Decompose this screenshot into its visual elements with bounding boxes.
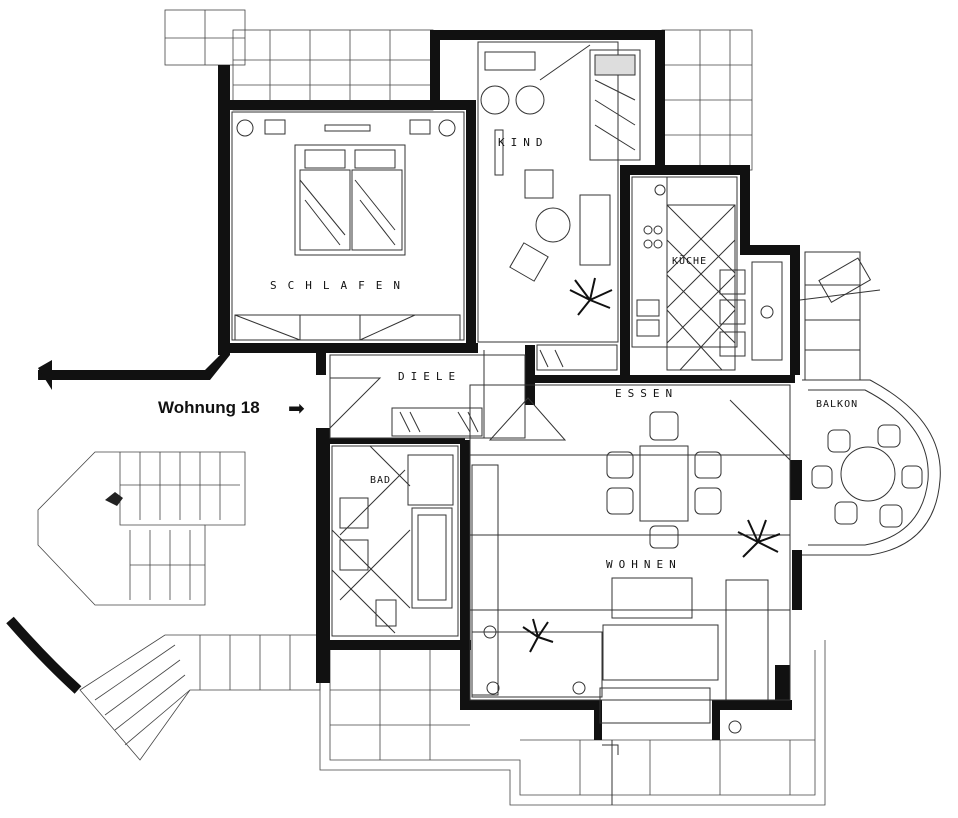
outer-curve-wall bbox=[6, 616, 82, 694]
apartment-label: Wohnung 18 bbox=[158, 398, 260, 417]
room-label-schlafen: SCHLAFEN bbox=[270, 279, 411, 292]
room-label-balkon: BALKON bbox=[816, 399, 859, 410]
terrace-top-right bbox=[661, 29, 753, 171]
staircase-left bbox=[37, 451, 246, 606]
hallway bbox=[329, 344, 618, 441]
room-label-kueche: KÜCHE bbox=[672, 256, 708, 267]
room-label-bad: BAD bbox=[370, 475, 392, 486]
room-label-essen: ESSEN bbox=[615, 387, 679, 400]
room-label-diele: DIELE bbox=[398, 370, 462, 383]
bedroom bbox=[231, 111, 465, 341]
kitchen bbox=[631, 176, 783, 371]
living-room bbox=[469, 384, 791, 805]
terrace-bottom bbox=[319, 640, 826, 806]
plant-icons bbox=[522, 277, 781, 653]
child-room bbox=[477, 41, 641, 343]
room-label-kind: KIND bbox=[498, 136, 549, 149]
staircase-bottom bbox=[79, 634, 321, 761]
bathroom bbox=[331, 445, 459, 637]
stair-plant-icon bbox=[105, 492, 123, 506]
apartment-arrow-icon: ➡ bbox=[288, 398, 305, 420]
terrace-top-left bbox=[164, 9, 434, 111]
balcony bbox=[799, 251, 941, 556]
room-label-wohnen: WOHNEN bbox=[606, 558, 682, 571]
walls bbox=[38, 30, 802, 740]
